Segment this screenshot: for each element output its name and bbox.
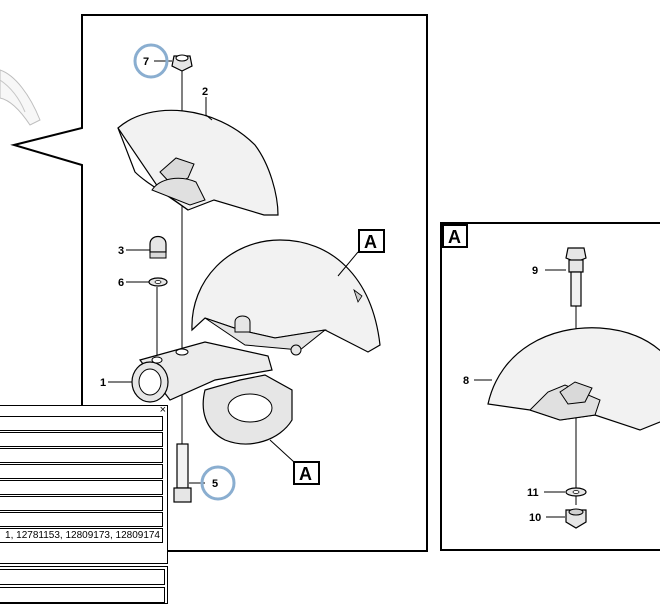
- callout-8[interactable]: 8: [463, 375, 469, 387]
- bolt-part-3[interactable]: [173, 443, 192, 503]
- list-item[interactable]: [0, 416, 163, 431]
- svg-text:A: A: [448, 227, 461, 247]
- callout-10[interactable]: 10: [529, 512, 541, 524]
- bolt-part-9[interactable]: [565, 247, 587, 307]
- list-item[interactable]: 1, 12781153, 12809173, 12809174: [0, 528, 163, 543]
- callout-6[interactable]: 6: [118, 277, 124, 289]
- view-marker-a-lower[interactable]: A: [293, 461, 320, 485]
- callout-1[interactable]: 1: [100, 377, 106, 389]
- ring-bracket[interactable]: [202, 374, 293, 445]
- callout-9[interactable]: 9: [532, 265, 538, 277]
- nut-part-10[interactable]: [565, 508, 587, 529]
- list-item[interactable]: [0, 464, 163, 479]
- svg-text:A: A: [299, 464, 312, 484]
- part-number-popup-footer: [0, 566, 168, 604]
- view-marker-a-upper[interactable]: A: [358, 229, 385, 253]
- callout-5[interactable]: 3: [118, 245, 124, 257]
- upper-guard-part-2[interactable]: [117, 109, 279, 216]
- callout-11[interactable]: 11: [527, 487, 539, 499]
- list-item[interactable]: [0, 480, 163, 495]
- nut-part-7[interactable]: [171, 54, 193, 72]
- washer-part-6[interactable]: [148, 277, 168, 287]
- guard-part-8[interactable]: [487, 327, 660, 431]
- cap-nut-part-5[interactable]: [149, 235, 167, 259]
- leader-lines: [108, 60, 359, 484]
- detail-leader-lines: [474, 269, 566, 518]
- close-icon[interactable]: ×: [159, 404, 166, 416]
- part-number-popup: × 1, 12781153, 12809173, 12809174: [0, 404, 168, 564]
- list-item[interactable]: [0, 569, 165, 585]
- blade-guard-assembly[interactable]: [191, 239, 381, 356]
- list-item[interactable]: [0, 432, 163, 447]
- washer-part-11[interactable]: [565, 487, 587, 497]
- detail-title-box: A: [442, 224, 468, 248]
- arm-part-1[interactable]: [131, 341, 273, 403]
- svg-text:A: A: [364, 232, 377, 252]
- callout-2[interactable]: 2: [202, 86, 208, 98]
- list-item[interactable]: [0, 448, 163, 463]
- part-number-rows: 1, 12781153, 12809173, 12809174: [0, 416, 163, 544]
- list-item[interactable]: [0, 512, 163, 527]
- highlight-circle-3: [200, 465, 236, 501]
- highlight-circle-7: [133, 43, 169, 79]
- callout-3[interactable]: 5: [212, 478, 218, 490]
- list-item[interactable]: [0, 587, 165, 603]
- callout-7[interactable]: 7: [143, 56, 149, 68]
- background-part-fragment: [0, 69, 41, 126]
- list-item[interactable]: [0, 496, 163, 511]
